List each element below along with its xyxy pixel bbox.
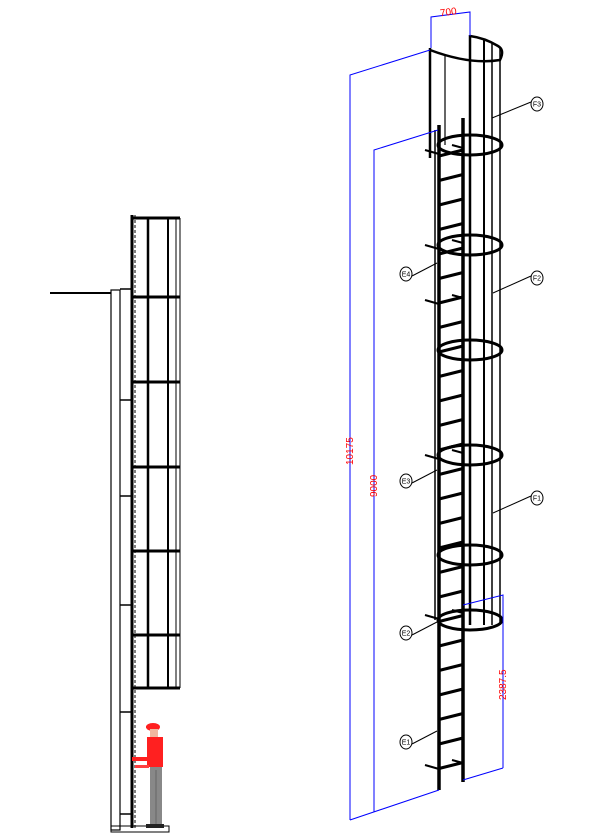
callout-e4: E4 [399, 262, 438, 282]
callout-label: F1 [533, 496, 541, 503]
ladder-rung [438, 197, 464, 207]
shirt [147, 737, 163, 767]
ladder-rung [438, 173, 464, 182]
dim-2387-line [462, 594, 504, 768]
ladder-rung [438, 418, 464, 427]
ladder-rung [438, 614, 464, 623]
wall-bracket [424, 614, 440, 620]
wall-bracket [424, 454, 440, 460]
ground-base [110, 825, 170, 833]
ladder-rung [438, 761, 464, 770]
cage-hoop [436, 608, 504, 632]
ladder-rung [438, 369, 464, 378]
ladder-rung [438, 491, 464, 501]
dim-total-height: 10175 [345, 437, 356, 465]
ladder-rung [438, 393, 464, 403]
ladder-rung [438, 320, 464, 329]
wall-bracket [451, 609, 464, 614]
ladder-rung [438, 295, 464, 305]
callout-e1: E1 [399, 730, 438, 750]
side-view [50, 215, 181, 833]
ladder-rung [438, 736, 464, 746]
wall-bracket [424, 299, 440, 305]
cage-hoop [436, 338, 504, 362]
callout-f3: F3 [491, 96, 544, 119]
ladder-rung [438, 663, 464, 672]
callout-label: F2 [533, 276, 541, 283]
ladder-rung [438, 565, 464, 574]
ladder-rung [438, 638, 464, 648]
ladder-rung [438, 271, 464, 280]
dim-10175-line [349, 49, 431, 820]
ladder-rung [438, 540, 464, 550]
callout-label: E2 [402, 631, 411, 638]
callout-f2: F2 [492, 270, 544, 294]
dim-ladder-height: 9000 [369, 474, 380, 497]
wall-bracket [424, 764, 440, 770]
wall-bracket [424, 244, 440, 250]
wall [110, 289, 121, 831]
dim-cage-start: 2387.5 [498, 669, 509, 700]
wall-bracket [451, 239, 464, 244]
ladder-rung [438, 222, 464, 231]
wall-bracket [451, 144, 464, 149]
ladder-rung [438, 344, 464, 354]
dimensions [349, 11, 504, 821]
ladder-rung [438, 687, 464, 697]
cage-hoop [436, 233, 504, 257]
wall-brackets-iso [424, 144, 464, 770]
side-cage [132, 216, 181, 690]
callout-e3: E3 [399, 469, 438, 489]
ladder-rungs [438, 148, 464, 770]
cage-hoops [436, 133, 504, 632]
callout-label: E4 [402, 272, 411, 279]
wall-bracket [451, 759, 464, 764]
ladder-rung [438, 712, 464, 721]
wall-bracket [451, 449, 464, 454]
callout-label: F3 [533, 102, 541, 109]
person-figure [132, 723, 164, 828]
ladder-rung [438, 516, 464, 525]
shoes [146, 824, 164, 828]
wall-bracket [424, 149, 440, 155]
cage-hoop [436, 543, 504, 567]
cage-hoop [436, 133, 504, 157]
dim-700-line [430, 11, 471, 48]
isometric-view [424, 34, 504, 790]
wall-bracket [451, 294, 464, 299]
callout-e2: E2 [399, 621, 438, 641]
callout-label: E3 [402, 479, 411, 486]
callout-f1: F1 [492, 490, 544, 514]
dim-cage-width: 700 [439, 6, 457, 19]
wall-brackets [120, 288, 132, 815]
head [150, 729, 158, 737]
ladder-rung [438, 246, 464, 256]
dim-9000-line [373, 129, 439, 812]
cage-hoop [436, 443, 504, 467]
ladder-rung [438, 467, 464, 476]
ladder-rung [438, 589, 464, 599]
cage-top-hoop [429, 34, 504, 63]
callout-label: E1 [402, 740, 411, 747]
